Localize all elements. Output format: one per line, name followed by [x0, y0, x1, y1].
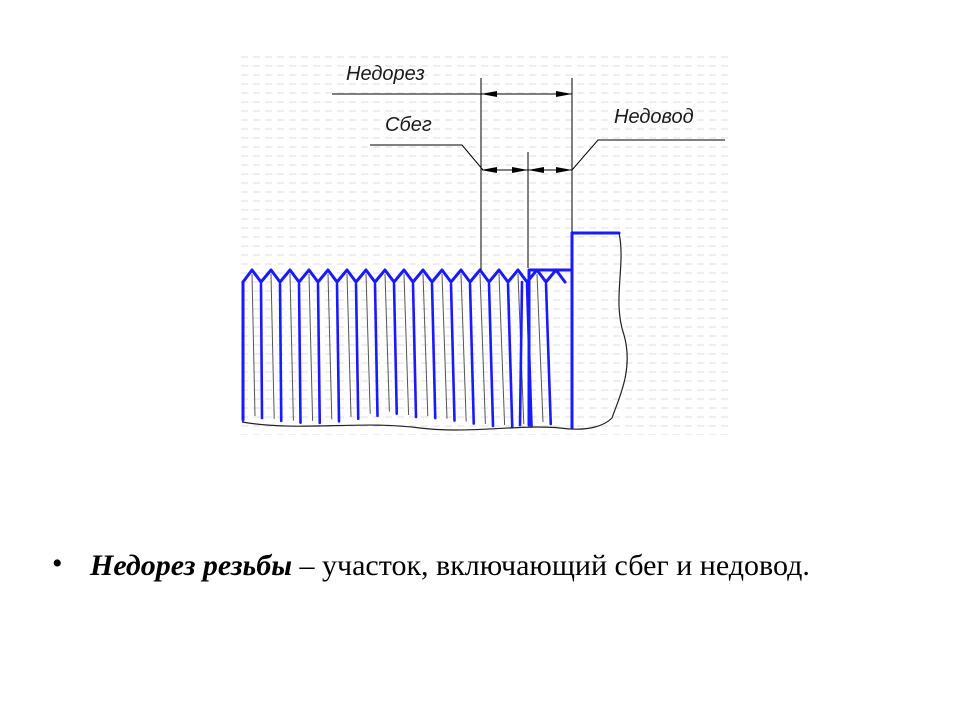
thread-flank-line: [430, 282, 437, 420]
arrow-nedovod-right: [556, 167, 572, 173]
thread-flank-line: [411, 282, 418, 419]
thread-root-line: [251, 273, 256, 417]
thread-root-line: [498, 273, 506, 426]
thread-root-line: [289, 273, 294, 421]
definition-body: – участок, включающий сбег и недовод.: [292, 549, 810, 582]
thread-root-line: [403, 273, 410, 416]
bullet-marker: •: [52, 547, 63, 580]
thread-crest-line: [241, 268, 567, 287]
undercut-step: [527, 268, 574, 427]
thread-flank-line: [278, 282, 283, 423]
thread-flank-line: [297, 282, 302, 424]
thread-flank-line: [487, 282, 495, 428]
dimension-arrows: [481, 91, 572, 173]
thread-flank-line: [468, 282, 476, 425]
thread-root-line: [422, 273, 429, 417]
thread-root-line: [365, 273, 371, 414]
thread-root-line: [441, 273, 448, 419]
thread-runout-flank: [518, 280, 524, 427]
thread-root-line: [346, 273, 352, 417]
thread-flank-line: [354, 282, 360, 421]
thread-flank-line: [316, 282, 322, 425]
arrow-sbeg-right: [512, 167, 528, 173]
label-nedorez: Недорез: [346, 63, 425, 85]
dimension-line-sbeg: [370, 144, 528, 171]
thread-flank-line: [392, 282, 399, 415]
thread-flank-line: [373, 282, 379, 418]
thread-flank-line: [259, 282, 264, 420]
definition-text: Недорез резьбы – участок, включающий сбе…: [90, 544, 880, 588]
arrow-sbeg-left: [481, 167, 497, 173]
background-ghost-texture: [240, 50, 730, 435]
thread-root-line: [384, 273, 390, 412]
label-sbeg: Сбег: [385, 114, 432, 136]
arrow-nedorez-right: [556, 91, 572, 97]
arrow-nedorez-left: [481, 91, 497, 97]
definition-term: Недорез резьбы: [90, 549, 293, 582]
shaft-break-line: [241, 232, 628, 431]
thread-root-line: [327, 273, 333, 420]
thread-flank-line: [544, 282, 553, 426]
dimension-lines: [332, 78, 725, 270]
thread-profile: [241, 231, 621, 430]
thread-flank-line: [506, 282, 514, 429]
thread-root-line: [479, 273, 486, 424]
thread-root-line: [536, 273, 544, 423]
label-nedovod: Недовод: [614, 106, 694, 128]
thread-root-line: [460, 273, 467, 422]
shoulder-profile: [570, 231, 621, 430]
dimension-line-nedovod: [528, 139, 725, 171]
thread-flank-line: [335, 282, 341, 423]
thread-root-line: [270, 273, 275, 419]
thread-flank-line: [449, 282, 456, 422]
arrow-nedovod-left: [528, 167, 544, 173]
thread-root-line: [308, 273, 314, 421]
